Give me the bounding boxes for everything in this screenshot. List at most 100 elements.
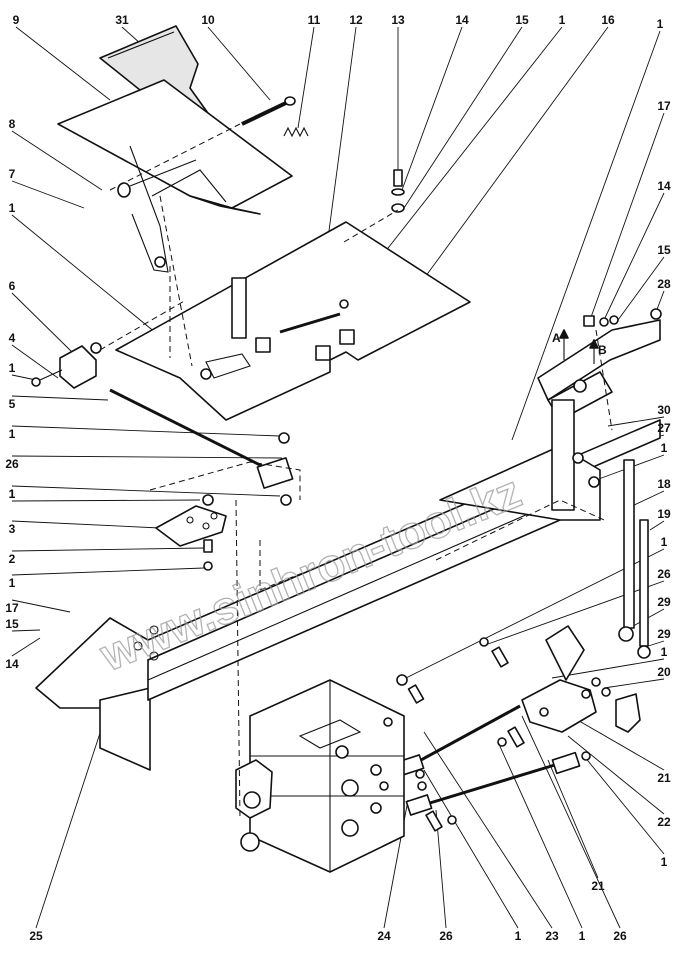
callout-c-21a: 21 <box>657 771 671 785</box>
callout-c-17a: 17 <box>657 99 671 113</box>
leader-c-18 <box>631 490 665 507</box>
callout-c-23: 23 <box>545 929 559 943</box>
callout-c-26b: 26 <box>657 567 671 581</box>
callout-c-4: 4 <box>9 331 16 345</box>
callout-c-1a: 1 <box>559 13 566 27</box>
leader-c-1n <box>497 741 583 929</box>
leader-c-17a <box>589 112 665 321</box>
callout-c-9: 9 <box>13 13 20 27</box>
leader-c-26d <box>521 715 621 929</box>
callout-c-21b: 21 <box>591 879 605 893</box>
callout-c-13: 13 <box>391 13 405 27</box>
watermark: www.sinhron-tool.kz <box>92 465 528 681</box>
callout-c-25: 25 <box>29 929 43 943</box>
main-frame <box>35 419 661 771</box>
callout-c-26d: 26 <box>613 929 627 943</box>
callout-c-1h: 1 <box>9 487 16 501</box>
callout-c-1i: 1 <box>661 535 668 549</box>
callout-c-3: 3 <box>9 522 16 536</box>
callout-c-1g: 1 <box>9 487 16 501</box>
linkage-cluster <box>521 625 641 733</box>
long-rod <box>109 388 291 482</box>
leader-c-17b <box>11 599 71 613</box>
leader-c-14c <box>11 637 41 657</box>
callout-c-1l: 1 <box>661 855 668 869</box>
callout-c-14c: 14 <box>5 657 19 671</box>
callout-c-15b: 15 <box>657 243 671 257</box>
leader-c-21b <box>547 759 599 879</box>
leader-c-26b <box>487 580 665 645</box>
cam-plate <box>155 494 227 571</box>
callout-c-7: 7 <box>9 167 16 181</box>
callout-c-31a: 31 <box>115 13 129 27</box>
callout-c-14b: 14 <box>657 179 671 193</box>
callout-c-8: 8 <box>9 117 16 131</box>
leader-c-1e <box>11 425 281 437</box>
bolt-with-washers <box>391 169 405 213</box>
callout-c-12: 12 <box>349 13 363 27</box>
arrow-label-a: A <box>552 331 561 345</box>
leader-c-3 <box>11 520 161 529</box>
vertical-rods <box>618 459 651 659</box>
leader-c-15a <box>403 26 523 209</box>
leader-c-16 <box>419 26 609 285</box>
leader-c-30 <box>607 416 665 427</box>
callout-c-15c: 15 <box>5 617 19 631</box>
callout-c-11: 11 <box>308 13 321 27</box>
callout-c-1d: 1 <box>9 361 16 375</box>
callout-c-1c: 1 <box>9 201 16 215</box>
callout-c-29a: 29 <box>657 595 671 609</box>
callout-c-2: 2 <box>9 552 16 566</box>
assembly-dash-lines <box>99 123 613 821</box>
callout-c-18: 18 <box>657 477 671 491</box>
callout-c-1b: 1 <box>657 17 664 31</box>
leader-c-1i <box>401 548 665 681</box>
leader-c-1k <box>551 658 665 679</box>
leader-c-10 <box>207 26 271 101</box>
valve-block <box>235 679 405 873</box>
callout-c-19: 19 <box>657 507 671 521</box>
callout-c-24: 24 <box>377 929 391 943</box>
callout-c-1f: 1 <box>661 441 668 455</box>
callout-c-5: 5 <box>9 397 16 411</box>
leader-c-23 <box>423 731 553 929</box>
leader-c-20 <box>603 678 665 689</box>
pin <box>241 96 296 126</box>
callout-c-1j: 1 <box>9 576 16 590</box>
leader-c-1j <box>11 567 205 576</box>
leader-c-19 <box>649 520 665 531</box>
base-plate <box>90 221 471 421</box>
leader-c-15c <box>11 629 41 632</box>
leader-c-21a <box>573 717 665 771</box>
callout-c-26c: 26 <box>439 929 453 943</box>
leader-c-1b <box>511 30 661 441</box>
callout-c-1n: 1 <box>579 929 586 943</box>
leader-c-1g <box>11 499 201 502</box>
spring <box>283 126 309 138</box>
leader-c-4 <box>11 344 59 379</box>
angled-bracket <box>537 308 662 511</box>
leader-c-26a <box>11 455 283 459</box>
leader-c-14b <box>603 192 665 321</box>
callout-c-22: 22 <box>657 815 671 829</box>
callout-c-26a: 26 <box>5 457 19 471</box>
arrow-label-b: B <box>598 343 607 357</box>
callout-c-15a: 15 <box>515 13 529 27</box>
top-plate <box>57 79 293 273</box>
leader-c-1l <box>583 755 665 855</box>
leader-c-5 <box>11 395 109 401</box>
lower-linkage-rods <box>396 637 591 832</box>
bracket-bolt <box>583 315 619 327</box>
leader-c-2 <box>11 547 205 552</box>
callout-c-10: 10 <box>201 13 215 27</box>
leader-lines <box>11 26 665 929</box>
callout-c-1k: 1 <box>661 645 668 659</box>
direction-arrows <box>559 329 599 364</box>
lever-block <box>31 345 97 389</box>
leader-c-8 <box>11 130 103 191</box>
leader-c-14a <box>401 26 463 191</box>
leader-c-1d <box>11 374 37 381</box>
leader-c-1h <box>11 485 281 497</box>
